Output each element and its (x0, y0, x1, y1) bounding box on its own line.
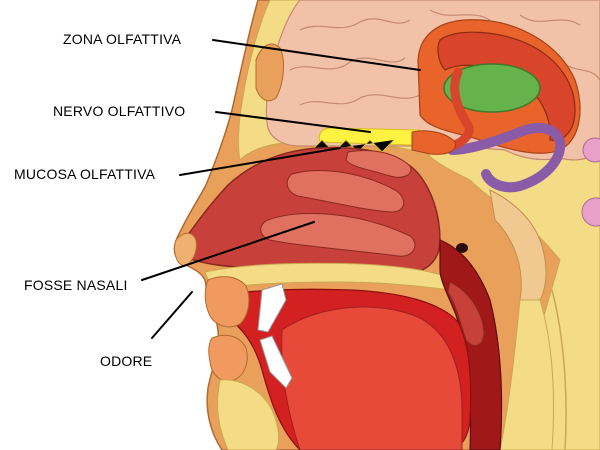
pink-structure-1 (582, 137, 600, 163)
limbic-arc (437, 31, 576, 141)
tongue (281, 306, 463, 450)
label-nasal-fossae: FOSSE NASALI (24, 277, 128, 293)
lower-tooth (259, 335, 293, 389)
label-olfactory-zone: ZONA OLFATTIVA (63, 31, 182, 47)
eustachian-tube-opening (456, 243, 468, 253)
superior-turbinate (345, 150, 412, 178)
frontal-sinus (255, 43, 284, 102)
leader-line-odor (151, 291, 193, 339)
mandible (217, 379, 280, 450)
leader-line-nasal-fossae (141, 221, 315, 281)
spine (499, 299, 554, 450)
lower-lip (208, 334, 248, 382)
soft-palate (447, 281, 485, 347)
leader-line-olfactory-mucosa (179, 147, 341, 176)
posterior-bone (489, 189, 547, 301)
limbic-green-structure (443, 63, 541, 113)
pink-structure-2 (581, 197, 600, 227)
spine-outline (551, 289, 567, 450)
middle-turbinate (286, 170, 405, 213)
leader-line-olfactory-nerve (215, 111, 371, 133)
label-odor: ODORE (100, 353, 153, 369)
upper-tooth (257, 283, 287, 333)
leader-line-olfactory-zone (212, 39, 421, 71)
label-olfactory-nerve: NERVO OLFATTIVO (53, 103, 186, 119)
olfactory-bulb (411, 130, 457, 155)
olfactory-tract (450, 67, 474, 150)
brain-gyri (289, 9, 600, 106)
purple-nerve (447, 122, 566, 193)
nose-tip (173, 232, 197, 267)
leader-lines (141, 39, 421, 339)
label-olfactory-mucosa: MUCOSA OLFATTIVA (14, 166, 156, 182)
upper-lip (204, 276, 250, 328)
